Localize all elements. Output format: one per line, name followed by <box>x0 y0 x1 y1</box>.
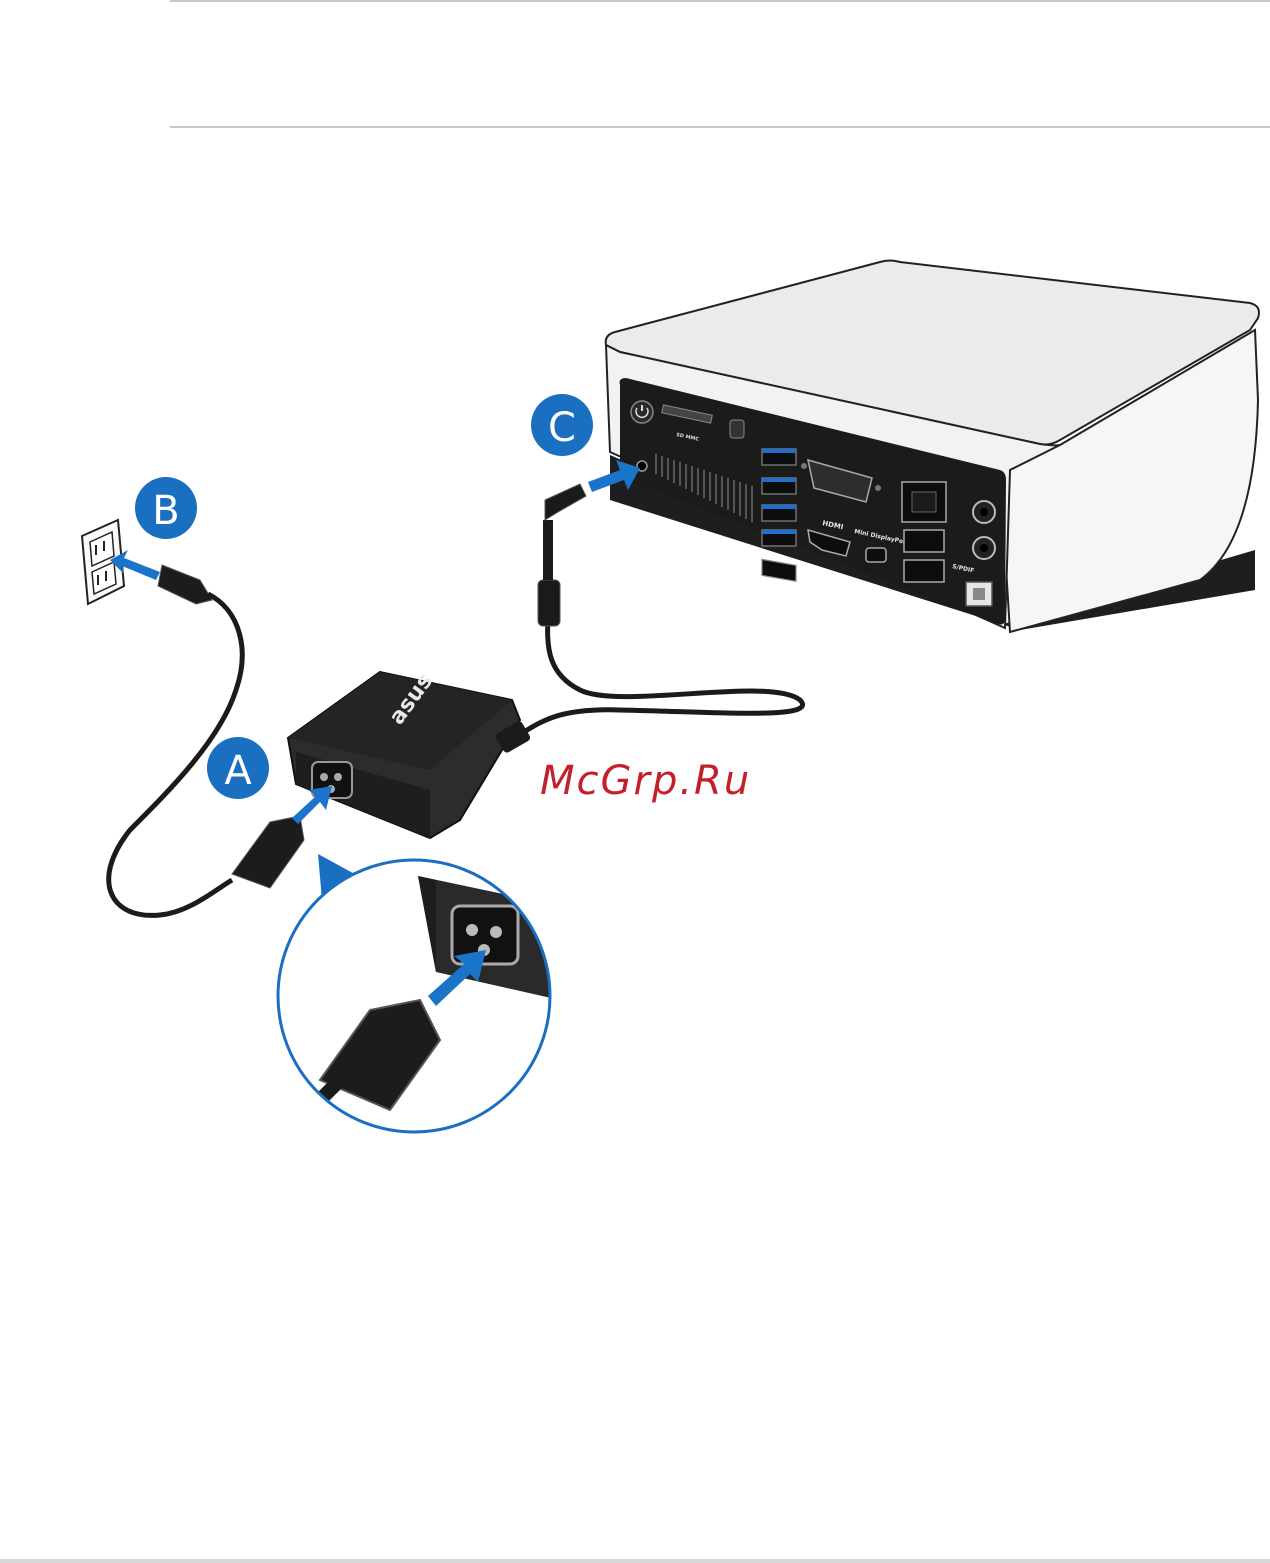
callout-c-label: C <box>548 405 576 451</box>
mini-pc: SD MMC HD <box>606 261 1259 633</box>
power-adapter: asus <box>288 669 531 838</box>
callout-a-label: A <box>224 748 252 794</box>
zoom-inset <box>270 850 570 1150</box>
dc-cable <box>510 620 803 742</box>
footer-bar <box>0 1559 1270 1563</box>
watermark-text: McGrp.Ru <box>540 758 751 804</box>
callout-c: C <box>531 394 593 456</box>
mini-displayport <box>866 548 886 562</box>
callout-b: B <box>135 477 197 539</box>
arrow-a-icon <box>292 786 332 824</box>
callout-b-label: B <box>152 488 179 534</box>
power-button-icon <box>631 401 653 423</box>
callout-a: A <box>207 737 269 799</box>
